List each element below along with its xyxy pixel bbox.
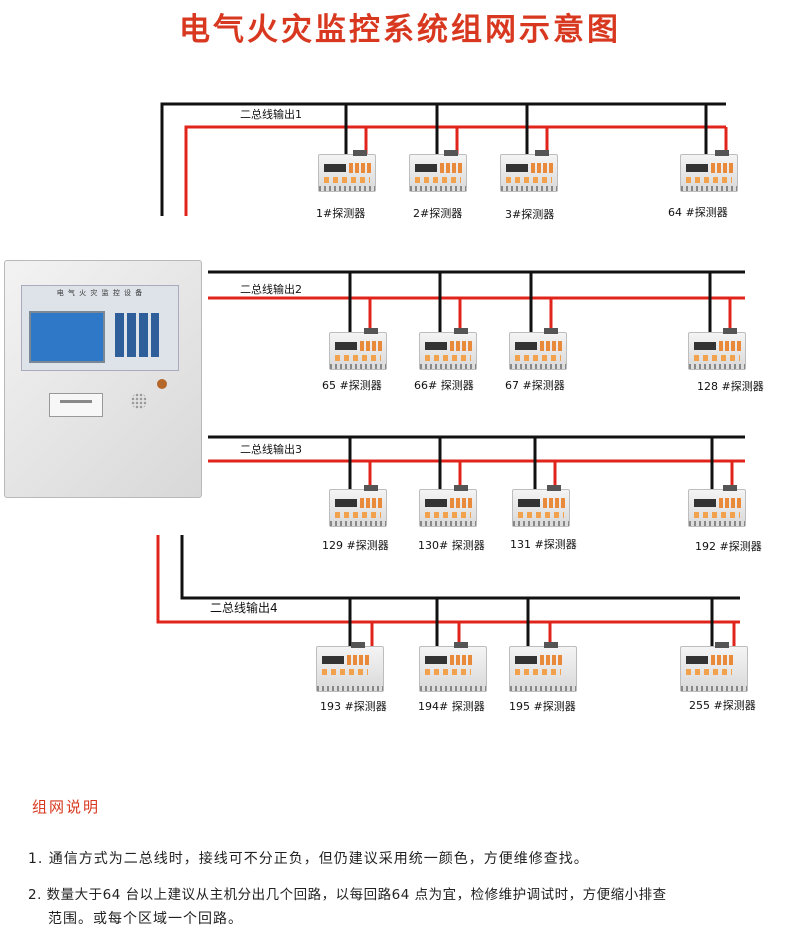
detector-label: 65 #探测器 xyxy=(322,379,382,392)
detector-device xyxy=(316,642,384,692)
controller-keypad xyxy=(115,313,159,357)
note-item: 2. 数量大于64 台以上建议从主机分出几个回路，以每回路64 点为宜，检修维护… xyxy=(28,887,667,903)
notes-title: 组网说明 xyxy=(32,798,101,816)
diagram-title: 电气火灾监控系统组网示意图 xyxy=(179,12,621,48)
detector-device xyxy=(509,328,567,370)
detector-label: 194# 探测器 xyxy=(418,700,485,713)
note-item: 1. 通信方式为二总线时，接线可不分正负，但仍建议采用统一颜色，方便维修查找。 xyxy=(28,851,589,867)
detector-label: 2#探测器 xyxy=(413,207,463,220)
bus4-black-wire xyxy=(180,535,740,600)
detector-device xyxy=(419,642,487,692)
bus4-label: 二总线输出4 xyxy=(208,601,280,615)
detector-device xyxy=(419,328,477,370)
controller-lock-icon xyxy=(157,379,167,389)
detector-label: 67 #探测器 xyxy=(505,379,565,392)
note-item: 范围。或每个区域一个回路。 xyxy=(48,911,243,927)
controller-panel-title: 电 气 火 灾 监 控 设 备 xyxy=(56,289,144,297)
bus2-label: 二总线输出2 xyxy=(238,283,304,296)
detector-device xyxy=(509,642,577,692)
detector-device xyxy=(680,150,738,192)
detector-device xyxy=(680,642,748,692)
bus4-red-wire xyxy=(156,535,740,624)
detector-device xyxy=(512,485,570,527)
detector-device xyxy=(329,328,387,370)
detector-label: 131 #探测器 xyxy=(510,538,577,551)
controller-lcd-screen xyxy=(29,311,105,363)
bus3-label: 二总线输出3 xyxy=(238,443,304,456)
fire-monitoring-controller: 电 气 火 灾 监 控 设 备 xyxy=(4,260,202,498)
detector-device xyxy=(688,485,746,527)
detector-label: 1#探测器 xyxy=(316,207,366,220)
detector-device xyxy=(688,328,746,370)
controller-speaker-icon xyxy=(131,393,147,409)
detector-label: 64 #探测器 xyxy=(668,206,728,219)
detector-device xyxy=(329,485,387,527)
detector-label: 255 #探测器 xyxy=(689,699,756,712)
detector-device xyxy=(409,150,467,192)
controller-printer xyxy=(49,393,103,417)
detector-label: 193 #探测器 xyxy=(320,700,387,713)
detector-label: 195 #探测器 xyxy=(509,700,576,713)
detector-label: 3#探测器 xyxy=(505,208,555,221)
detector-label: 129 #探测器 xyxy=(322,539,389,552)
bus1-black-wire xyxy=(160,102,726,216)
detector-label: 128 #探测器 xyxy=(697,380,764,393)
detector-device xyxy=(500,150,558,192)
detector-label: 192 #探测器 xyxy=(695,540,762,553)
detector-label: 66# 探测器 xyxy=(414,379,474,392)
detector-device xyxy=(318,150,376,192)
bus1-label: 二总线输出1 xyxy=(238,108,304,121)
detector-label: 130# 探测器 xyxy=(418,539,485,552)
detector-device xyxy=(419,485,477,527)
